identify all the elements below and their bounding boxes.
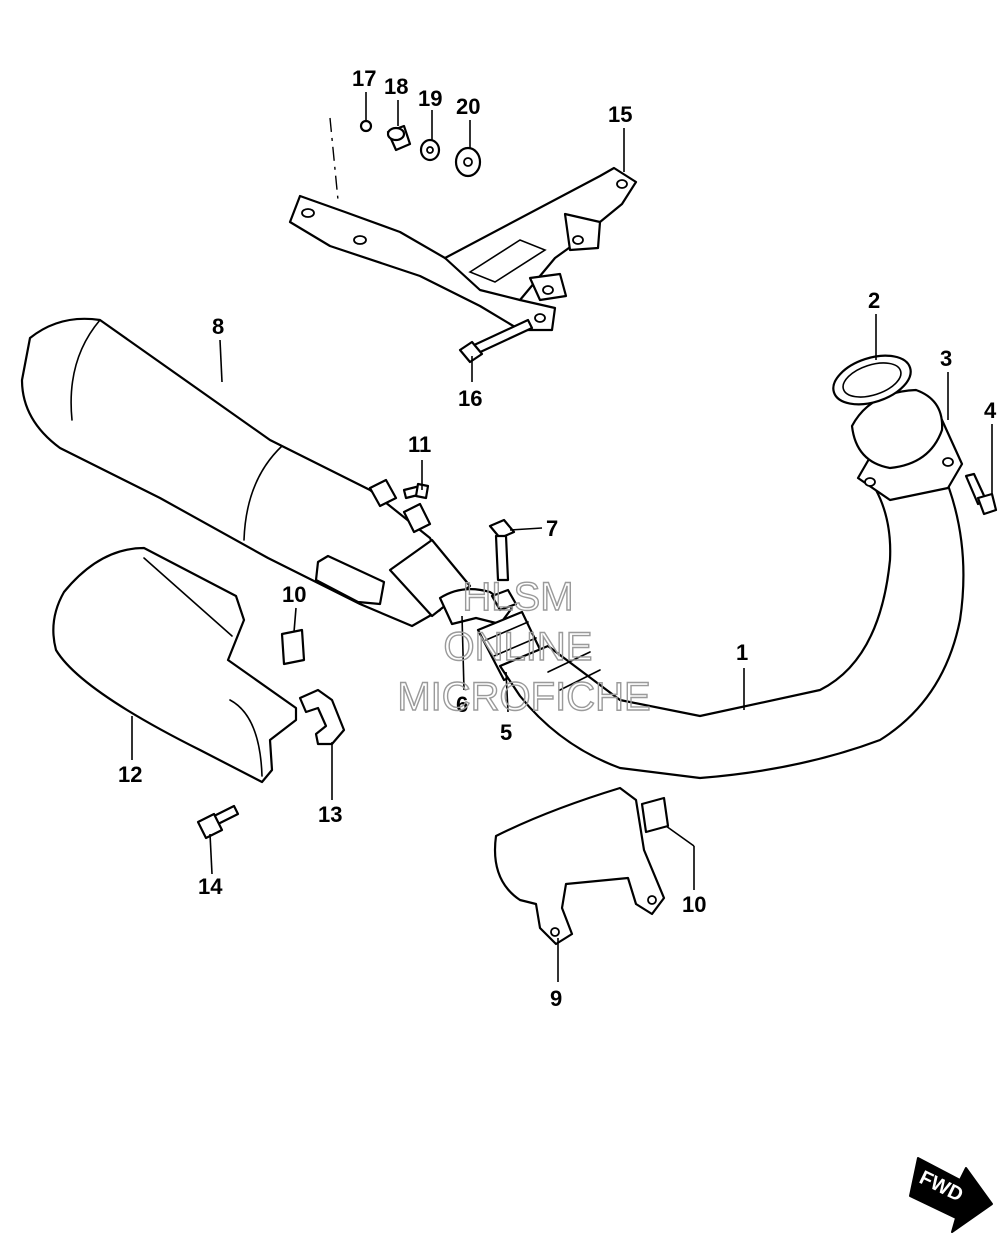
callout-10-left: 10 [282, 582, 306, 607]
callout-7: 7 [546, 516, 558, 541]
callout-8: 8 [212, 314, 224, 339]
callout-14: 14 [198, 874, 223, 899]
callout-17: 17 [352, 66, 376, 91]
bolt-part-7 [488, 518, 516, 582]
bolt-part-16 [458, 318, 534, 364]
forward-arrow-icon: FWD [909, 1157, 993, 1233]
callout-15: 15 [608, 102, 632, 127]
callout-11: 11 [408, 432, 431, 457]
callout-3: 3 [940, 346, 952, 371]
callout-6: 6 [456, 692, 468, 717]
callout-13: 13 [318, 802, 342, 827]
callout-4: 4 [984, 398, 997, 423]
watermark-line-2: ONLINE [444, 625, 593, 669]
bolt-part-11 [402, 482, 430, 500]
cushion-part-10-right [640, 796, 670, 834]
callout-19: 19 [418, 86, 442, 111]
exhaust-pipe-part-1 [498, 468, 965, 780]
bolt-part-4 [964, 472, 998, 516]
cushion-part-10-left [280, 628, 306, 666]
callouts: 1 2 3 4 5 6 7 8 9 10 10 11 12 13 14 15 1… [118, 66, 997, 1011]
gasket-part-2 [832, 354, 912, 406]
clip-part-13 [298, 688, 346, 746]
heat-shield-part-12 [52, 546, 298, 784]
flange-part-3 [850, 388, 964, 502]
callout-12: 12 [118, 762, 142, 787]
callout-1: 1 [736, 640, 748, 665]
watermark-line-1: HLSM [462, 575, 573, 619]
callout-16: 16 [458, 386, 482, 411]
watermark-line-3: MICROFICHE [397, 675, 650, 719]
callout-5: 5 [500, 720, 512, 745]
callout-10-right: 10 [682, 892, 706, 917]
heat-shield-part-9 [494, 786, 666, 946]
bracket-part-15 [288, 117, 638, 332]
clamp-part-6 [438, 587, 518, 626]
callout-18: 18 [384, 74, 408, 99]
watermark: HLSM ONLINE MICROFICHE [397, 574, 652, 719]
leader-lines [131, 92, 993, 982]
callout-20: 20 [456, 94, 480, 119]
callout-2: 2 [868, 288, 880, 313]
callout-9: 9 [550, 986, 562, 1011]
grommet-parts-17-20 [359, 119, 482, 178]
bolt-part-14 [196, 804, 240, 840]
